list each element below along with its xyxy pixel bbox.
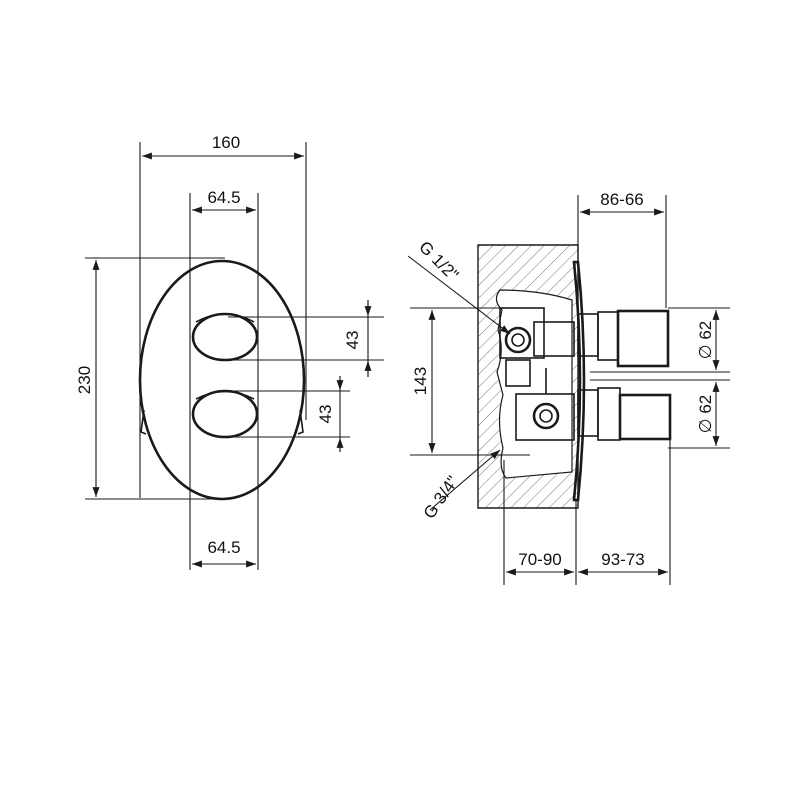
upper-spindle-collar (597, 311, 619, 361)
side-cover-plate (572, 260, 586, 502)
inlet-port-core (511, 333, 525, 347)
top-knob-detail (195, 313, 255, 323)
leader-inlet-thread (407, 255, 511, 335)
leader-outlet-thread (429, 449, 501, 511)
outlet-port-ring (532, 402, 560, 430)
dim-top-knob-diameter: ∅ 62 (696, 321, 715, 359)
top-knob (191, 312, 259, 362)
side-view: 86-66 G 1/2" G 3/4" 143 ∅ 62 ∅ 62 70-90 … (407, 190, 730, 585)
inlet-port-ring (504, 326, 532, 354)
label-inlet-thread: G 1/2" (415, 237, 462, 284)
lower-spindle-collar (597, 387, 621, 441)
upper-spindle-sleeve (577, 313, 599, 357)
dim-bottom-knob-spacing: 64.5 (207, 538, 240, 557)
mixer-body-bottom (515, 393, 575, 441)
dim-overall-width: 160 (212, 133, 240, 152)
mixer-body-upper-port (533, 321, 575, 357)
lower-knob (618, 393, 672, 441)
dim-top-knob-spacing: 64.5 (207, 188, 240, 207)
dim-bottom-knob-height: 43 (316, 405, 335, 424)
mixer-body-top (499, 307, 545, 359)
dim-top-depth: 86-66 (600, 190, 643, 209)
plate-right-tab (297, 409, 304, 435)
dim-bottom-knob-diameter: ∅ 62 (696, 395, 715, 433)
cover-plate-outline (138, 259, 306, 501)
bottom-knob (191, 389, 259, 439)
upper-knob (616, 309, 670, 368)
dim-wall-depth: 70-90 (518, 550, 561, 569)
mixer-body-mid (505, 359, 531, 387)
front-view: 160 64.5 64.5 230 43 43 (75, 133, 384, 570)
dim-protrusion: 93-73 (601, 550, 644, 569)
outlet-port-core (539, 409, 553, 423)
bottom-knob-detail (195, 390, 255, 400)
dim-overall-height: 230 (75, 366, 94, 394)
dim-center-distance: 143 (411, 367, 430, 395)
plate-left-tab (140, 409, 147, 435)
wall-cavity (495, 289, 573, 479)
dim-top-knob-height: 43 (343, 331, 362, 350)
label-outlet-thread: G 3/4" (420, 472, 463, 522)
